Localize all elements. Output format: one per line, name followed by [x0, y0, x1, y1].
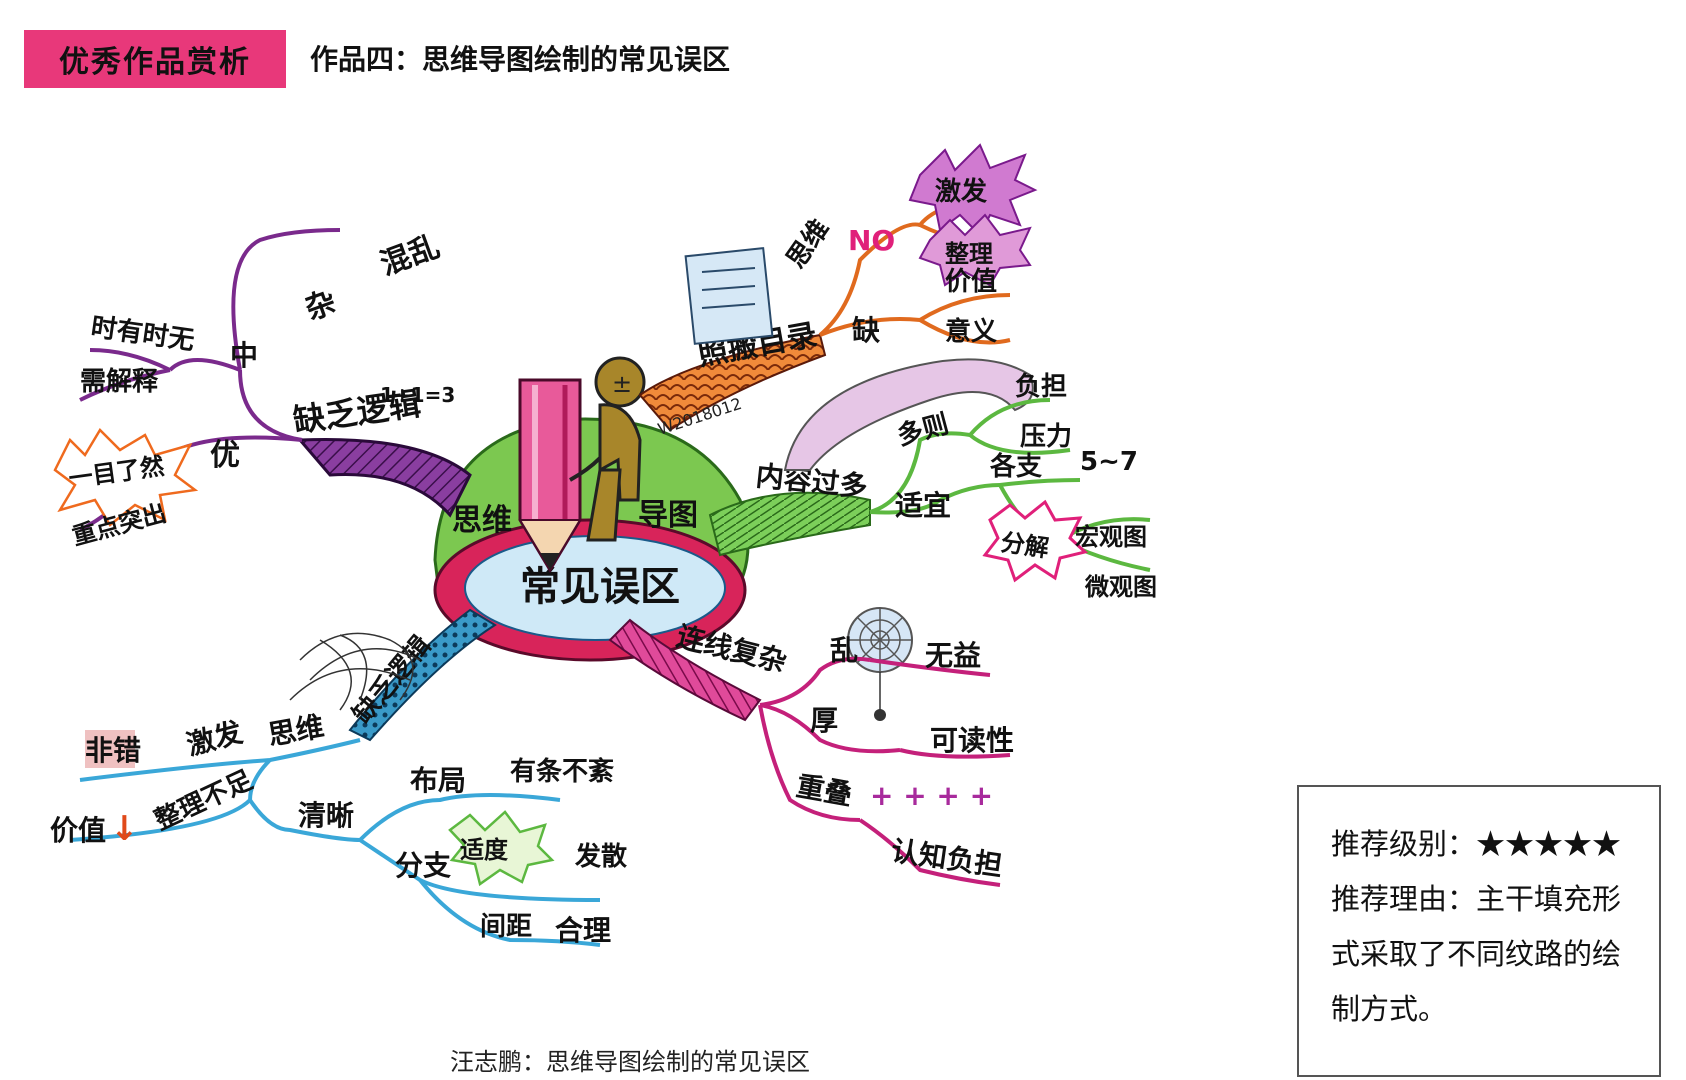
figure-caption: 汪志鹏：思维导图绘制的常见误区: [450, 1048, 810, 1076]
orange-leaf-3: 价值: [945, 267, 997, 297]
green-moderate: 适宜: [895, 489, 951, 522]
recommend-reason-label: 推荐理由：: [1331, 882, 1477, 916]
recommend-reason-line-3: 制方式。: [1331, 992, 1448, 1026]
center-label: 常见误区: [520, 564, 680, 610]
blue-thinking: 思维: [265, 710, 326, 752]
orange-leaf-4: 意义: [945, 316, 997, 347]
feather-icon: [783, 358, 1034, 471]
orange-lack: 缺: [852, 314, 881, 347]
purple-middle-marker: 中: [230, 339, 258, 372]
magenta-trunk: [608, 618, 762, 722]
star-rating: ★★★★★: [1476, 827, 1622, 861]
blue-spacing-leaf: 合理: [555, 914, 611, 947]
orange-thinking: 思维: [780, 214, 835, 274]
magenta-plus: + + + +: [870, 779, 993, 812]
blue-lines: [69, 738, 601, 947]
blue-organize: 整理不足: [150, 764, 257, 836]
recommend-level-row: 推荐级别：★★★★★: [1331, 817, 1629, 872]
starburst-icon-2: [918, 213, 1032, 287]
blue-trunk: [348, 608, 497, 742]
blue-clear: 清晰: [298, 799, 354, 832]
burst-icon: [53, 427, 199, 527]
green-leaf-3: 宏观图: [1075, 523, 1147, 551]
magenta-thick-leaf: 可读性: [930, 724, 1014, 757]
purple-formula: 1+1=3: [380, 383, 455, 407]
document-icon: [684, 247, 774, 345]
starburst-icon: [908, 143, 1038, 237]
moderate-starburst-icon: [448, 810, 555, 887]
spiderweb-icon: [847, 607, 913, 721]
pencil-icon: [518, 378, 582, 573]
purple-good: 优: [210, 438, 240, 473]
purple-trunk: [296, 437, 472, 518]
blue-layout: 布局: [410, 764, 466, 797]
section-banner: 优秀作品赏析: [24, 30, 286, 88]
center-right-label: 导图: [638, 498, 698, 533]
green-leaf-1: 负担: [1015, 372, 1067, 402]
center-left-label: 思维: [452, 503, 512, 538]
purple-chaos: 混乱: [376, 229, 444, 282]
green-leaf-2: 压力: [1020, 422, 1072, 452]
green-split: 分解: [999, 528, 1050, 562]
split-starburst-icon: [982, 499, 1089, 583]
blue-layout-leaf: 有条不紊: [510, 756, 615, 787]
blue-diverge: 激发: [183, 715, 246, 761]
svg-text:±: ±: [612, 370, 632, 398]
orange-trunk: [638, 333, 827, 432]
figure-icon: ±: [569, 356, 646, 542]
recommend-reason-line-1: 主干填充形: [1476, 882, 1622, 916]
magenta-mess-leaf: 无益: [925, 639, 981, 672]
orange-leaf-1: 激发: [935, 176, 987, 207]
recommend-reason-line-2: 式采取了不同纹路的绘: [1331, 937, 1622, 971]
magenta-mess: 乱: [830, 634, 858, 667]
purple-middle-top: 杂: [301, 284, 341, 327]
green-trunk: [708, 491, 871, 557]
orange-leaf-2: 整理: [945, 240, 993, 268]
blue-spacing: 间距: [480, 912, 532, 942]
mind-map-drawing: 常见误区 思维 导图 ± 缺乏逻辑 1+1=3 混乱 杂 中 时有时无 需解释 …: [50, 143, 1157, 947]
wrong-highlight: [85, 730, 135, 768]
blue-value: 价值: [50, 814, 106, 847]
green-detail: 多则: [894, 409, 952, 451]
blue-leaf-moderate: 适度: [460, 836, 509, 864]
orange-no: NO: [848, 224, 895, 257]
purple-leaf-2: 需解释: [80, 367, 159, 397]
green-leaf-4: 微观图: [1084, 573, 1157, 601]
magenta-thick: 厚: [810, 704, 838, 737]
blue-branch: 分支: [395, 849, 451, 882]
blue-leaf-diverge: 发散: [574, 841, 627, 872]
recommendation-box: 推荐级别：★★★★★ 推荐理由：主干填充形 式采取了不同纹路的绘 制方式。: [1297, 785, 1661, 1077]
work-title: 作品四：思维导图绘制的常见误区: [310, 43, 731, 76]
green-each: 各支: [989, 451, 1042, 482]
blue-wrong: 非错: [85, 734, 141, 767]
recommend-level-label: 推荐级别：: [1331, 827, 1477, 861]
blue-down-arrow: ↓: [110, 809, 139, 849]
green-range: 5~7: [1080, 447, 1138, 477]
banner-label: 优秀作品赏析: [59, 45, 251, 80]
magenta-lines: [758, 656, 1011, 887]
tangle-icon: [289, 632, 421, 711]
recommend-reason-row: 推荐理由：主干填充形: [1331, 872, 1629, 927]
